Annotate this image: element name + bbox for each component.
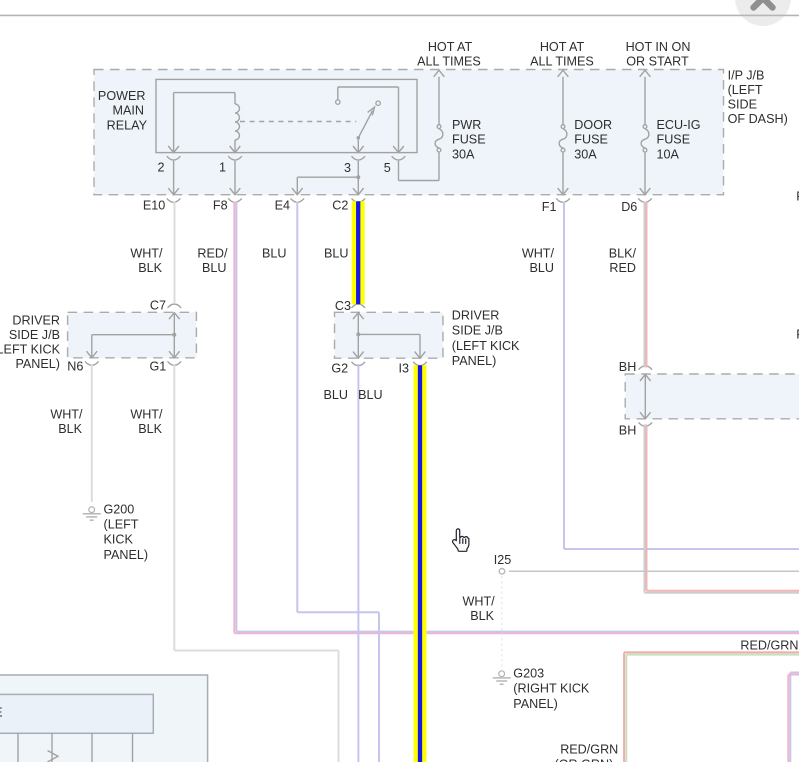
svg-text:DRIVER: DRIVER	[452, 309, 500, 323]
svg-text:10A: 10A	[657, 147, 680, 161]
svg-text:WHT/: WHT/	[130, 247, 163, 261]
svg-text:N6: N6	[67, 360, 83, 374]
svg-text:PANEL): PANEL)	[452, 354, 497, 368]
svg-text:BLU: BLU	[324, 247, 349, 261]
svg-text:DRIVER: DRIVER	[12, 313, 60, 327]
svg-text:SIDE: SIDE	[728, 98, 757, 112]
svg-text:OR START: OR START	[626, 55, 689, 69]
svg-text:ECU-IG: ECU-IG	[657, 118, 701, 132]
svg-text:(LEFT KICK: (LEFT KICK	[0, 342, 61, 356]
svg-text:5: 5	[384, 161, 391, 175]
svg-text:BLK/: BLK/	[609, 247, 637, 261]
svg-text:(LEFT: (LEFT	[728, 83, 763, 97]
svg-text:BLU: BLU	[324, 388, 349, 402]
svg-text:WHT/: WHT/	[50, 408, 83, 422]
svg-text:I25: I25	[494, 553, 512, 567]
svg-text:G1: G1	[149, 360, 166, 374]
svg-text:FUSE: FUSE	[452, 133, 486, 147]
svg-text:C7: C7	[150, 299, 166, 313]
svg-text:BH: BH	[619, 423, 637, 437]
svg-text:F: F	[796, 190, 799, 204]
svg-text:OF DASH): OF DASH)	[728, 112, 788, 126]
svg-text:F1: F1	[542, 200, 557, 214]
svg-text:BLU: BLU	[262, 247, 287, 261]
svg-text:BH: BH	[619, 360, 637, 374]
svg-text:C2: C2	[332, 199, 348, 213]
svg-text:RELAY: RELAY	[107, 118, 148, 132]
svg-text:WHT/: WHT/	[463, 594, 496, 608]
svg-text:SIDE J/B: SIDE J/B	[9, 328, 60, 342]
svg-text:FUSE: FUSE	[657, 133, 691, 147]
svg-text:E10: E10	[143, 199, 165, 213]
svg-text:G203: G203	[513, 667, 544, 681]
svg-text:POWER: POWER	[98, 89, 146, 103]
svg-text:HOT IN ON: HOT IN ON	[626, 40, 691, 54]
svg-text:I/P J/B: I/P J/B	[728, 69, 765, 83]
svg-text:KICK: KICK	[104, 533, 134, 547]
svg-text:BLU: BLU	[358, 388, 383, 402]
svg-text:PWR: PWR	[452, 118, 481, 132]
svg-text:PANEL): PANEL)	[513, 697, 558, 711]
svg-text:(LEFT: (LEFT	[104, 518, 139, 532]
svg-text:BLU: BLU	[202, 261, 227, 275]
svg-text:BLK: BLK	[470, 609, 494, 623]
svg-text:(RIGHT KICK: (RIGHT KICK	[513, 682, 590, 696]
svg-text:BLK: BLK	[138, 422, 162, 436]
svg-text:PANEL): PANEL)	[15, 357, 60, 371]
svg-text:2: 2	[157, 161, 164, 175]
svg-text:(LEFT KICK: (LEFT KICK	[452, 339, 520, 353]
svg-text:PANEL): PANEL)	[104, 548, 149, 562]
svg-text:30A: 30A	[452, 147, 475, 161]
svg-text:C3: C3	[335, 299, 351, 313]
svg-text:RED/: RED/	[197, 247, 228, 261]
svg-text:E4: E4	[275, 199, 290, 213]
svg-text:F: F	[796, 328, 799, 342]
svg-text:30A: 30A	[574, 147, 597, 161]
svg-text:WHT/: WHT/	[522, 247, 555, 261]
svg-text:BLK: BLK	[138, 261, 162, 275]
svg-text:WHT/: WHT/	[130, 408, 163, 422]
svg-text:DOOR: DOOR	[574, 118, 612, 132]
svg-text:FUSE: FUSE	[574, 133, 608, 147]
svg-text:3: 3	[344, 161, 351, 175]
svg-text:G2: G2	[331, 362, 348, 376]
svg-text:BLK: BLK	[58, 422, 82, 436]
svg-text:E: E	[0, 706, 3, 720]
svg-text:RED/GRN: RED/GRN	[560, 743, 618, 757]
svg-text:RED: RED	[609, 261, 636, 275]
svg-text:I3: I3	[398, 361, 409, 375]
svg-text:G200: G200	[104, 502, 135, 516]
svg-text:ALL TIMES: ALL TIMES	[530, 55, 594, 69]
svg-text:1: 1	[219, 161, 226, 175]
svg-text:RED/GRN: RED/GRN	[740, 639, 798, 653]
svg-text:SIDE J/B: SIDE J/B	[452, 324, 503, 338]
svg-text:(OR GRN): (OR GRN)	[555, 758, 614, 762]
svg-text:HOT AT: HOT AT	[428, 40, 473, 54]
svg-text:F8: F8	[213, 199, 228, 213]
svg-text:MAIN: MAIN	[113, 103, 144, 117]
svg-text:D6: D6	[621, 200, 637, 214]
svg-text:BLU: BLU	[530, 261, 555, 275]
svg-text:ALL TIMES: ALL TIMES	[417, 55, 481, 69]
svg-text:HOT AT: HOT AT	[540, 40, 585, 54]
